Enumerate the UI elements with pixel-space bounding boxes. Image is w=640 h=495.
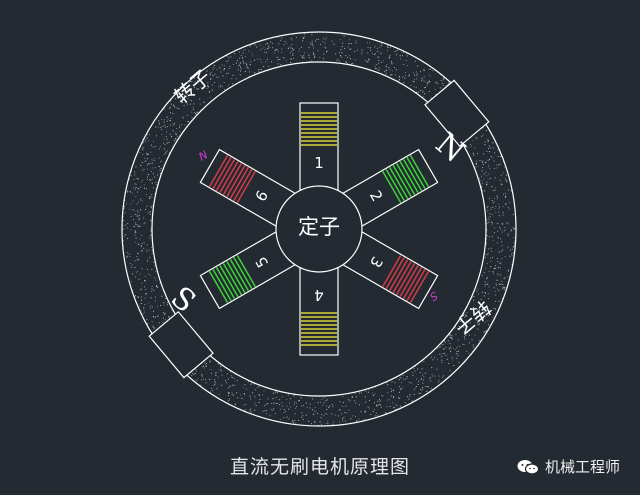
diagram-caption: 直流无刷电机原理图 bbox=[229, 456, 410, 478]
wechat-icon bbox=[517, 459, 539, 475]
stator-arm-1: 1 bbox=[299, 102, 339, 191]
rotor-inner-edge bbox=[151, 61, 487, 397]
rotor-label-top: 转子 bbox=[169, 65, 215, 109]
coil-winding-4 bbox=[301, 312, 337, 346]
magnet-south-label: S bbox=[164, 280, 202, 320]
magnet-north-block bbox=[424, 79, 490, 148]
stator-center-label: 定子 bbox=[298, 215, 340, 239]
watermark: 机械工程师 bbox=[517, 456, 620, 477]
coil-winding-1 bbox=[301, 112, 337, 146]
coil-winding-2 bbox=[382, 155, 430, 203]
stator-hub bbox=[275, 185, 363, 273]
coil-polarity-north: N bbox=[196, 148, 210, 163]
coil-winding-6 bbox=[208, 155, 256, 203]
stator-arm-4: 4 bbox=[299, 267, 339, 356]
rotor-outer-edge bbox=[121, 31, 517, 427]
coil-winding-5 bbox=[208, 255, 256, 303]
rotor-ring bbox=[121, 31, 517, 427]
stator-arm-6: 6 bbox=[199, 148, 296, 227]
rotor-label-bottom: 转子 bbox=[449, 295, 495, 339]
coil-number-4: 4 bbox=[314, 286, 324, 304]
coil-winding-3 bbox=[382, 255, 430, 303]
magnet-south-block bbox=[148, 310, 214, 379]
stator-arm-5: 5 bbox=[199, 231, 296, 310]
watermark-text: 机械工程师 bbox=[544, 458, 620, 476]
coil-number-1: 1 bbox=[314, 154, 324, 172]
